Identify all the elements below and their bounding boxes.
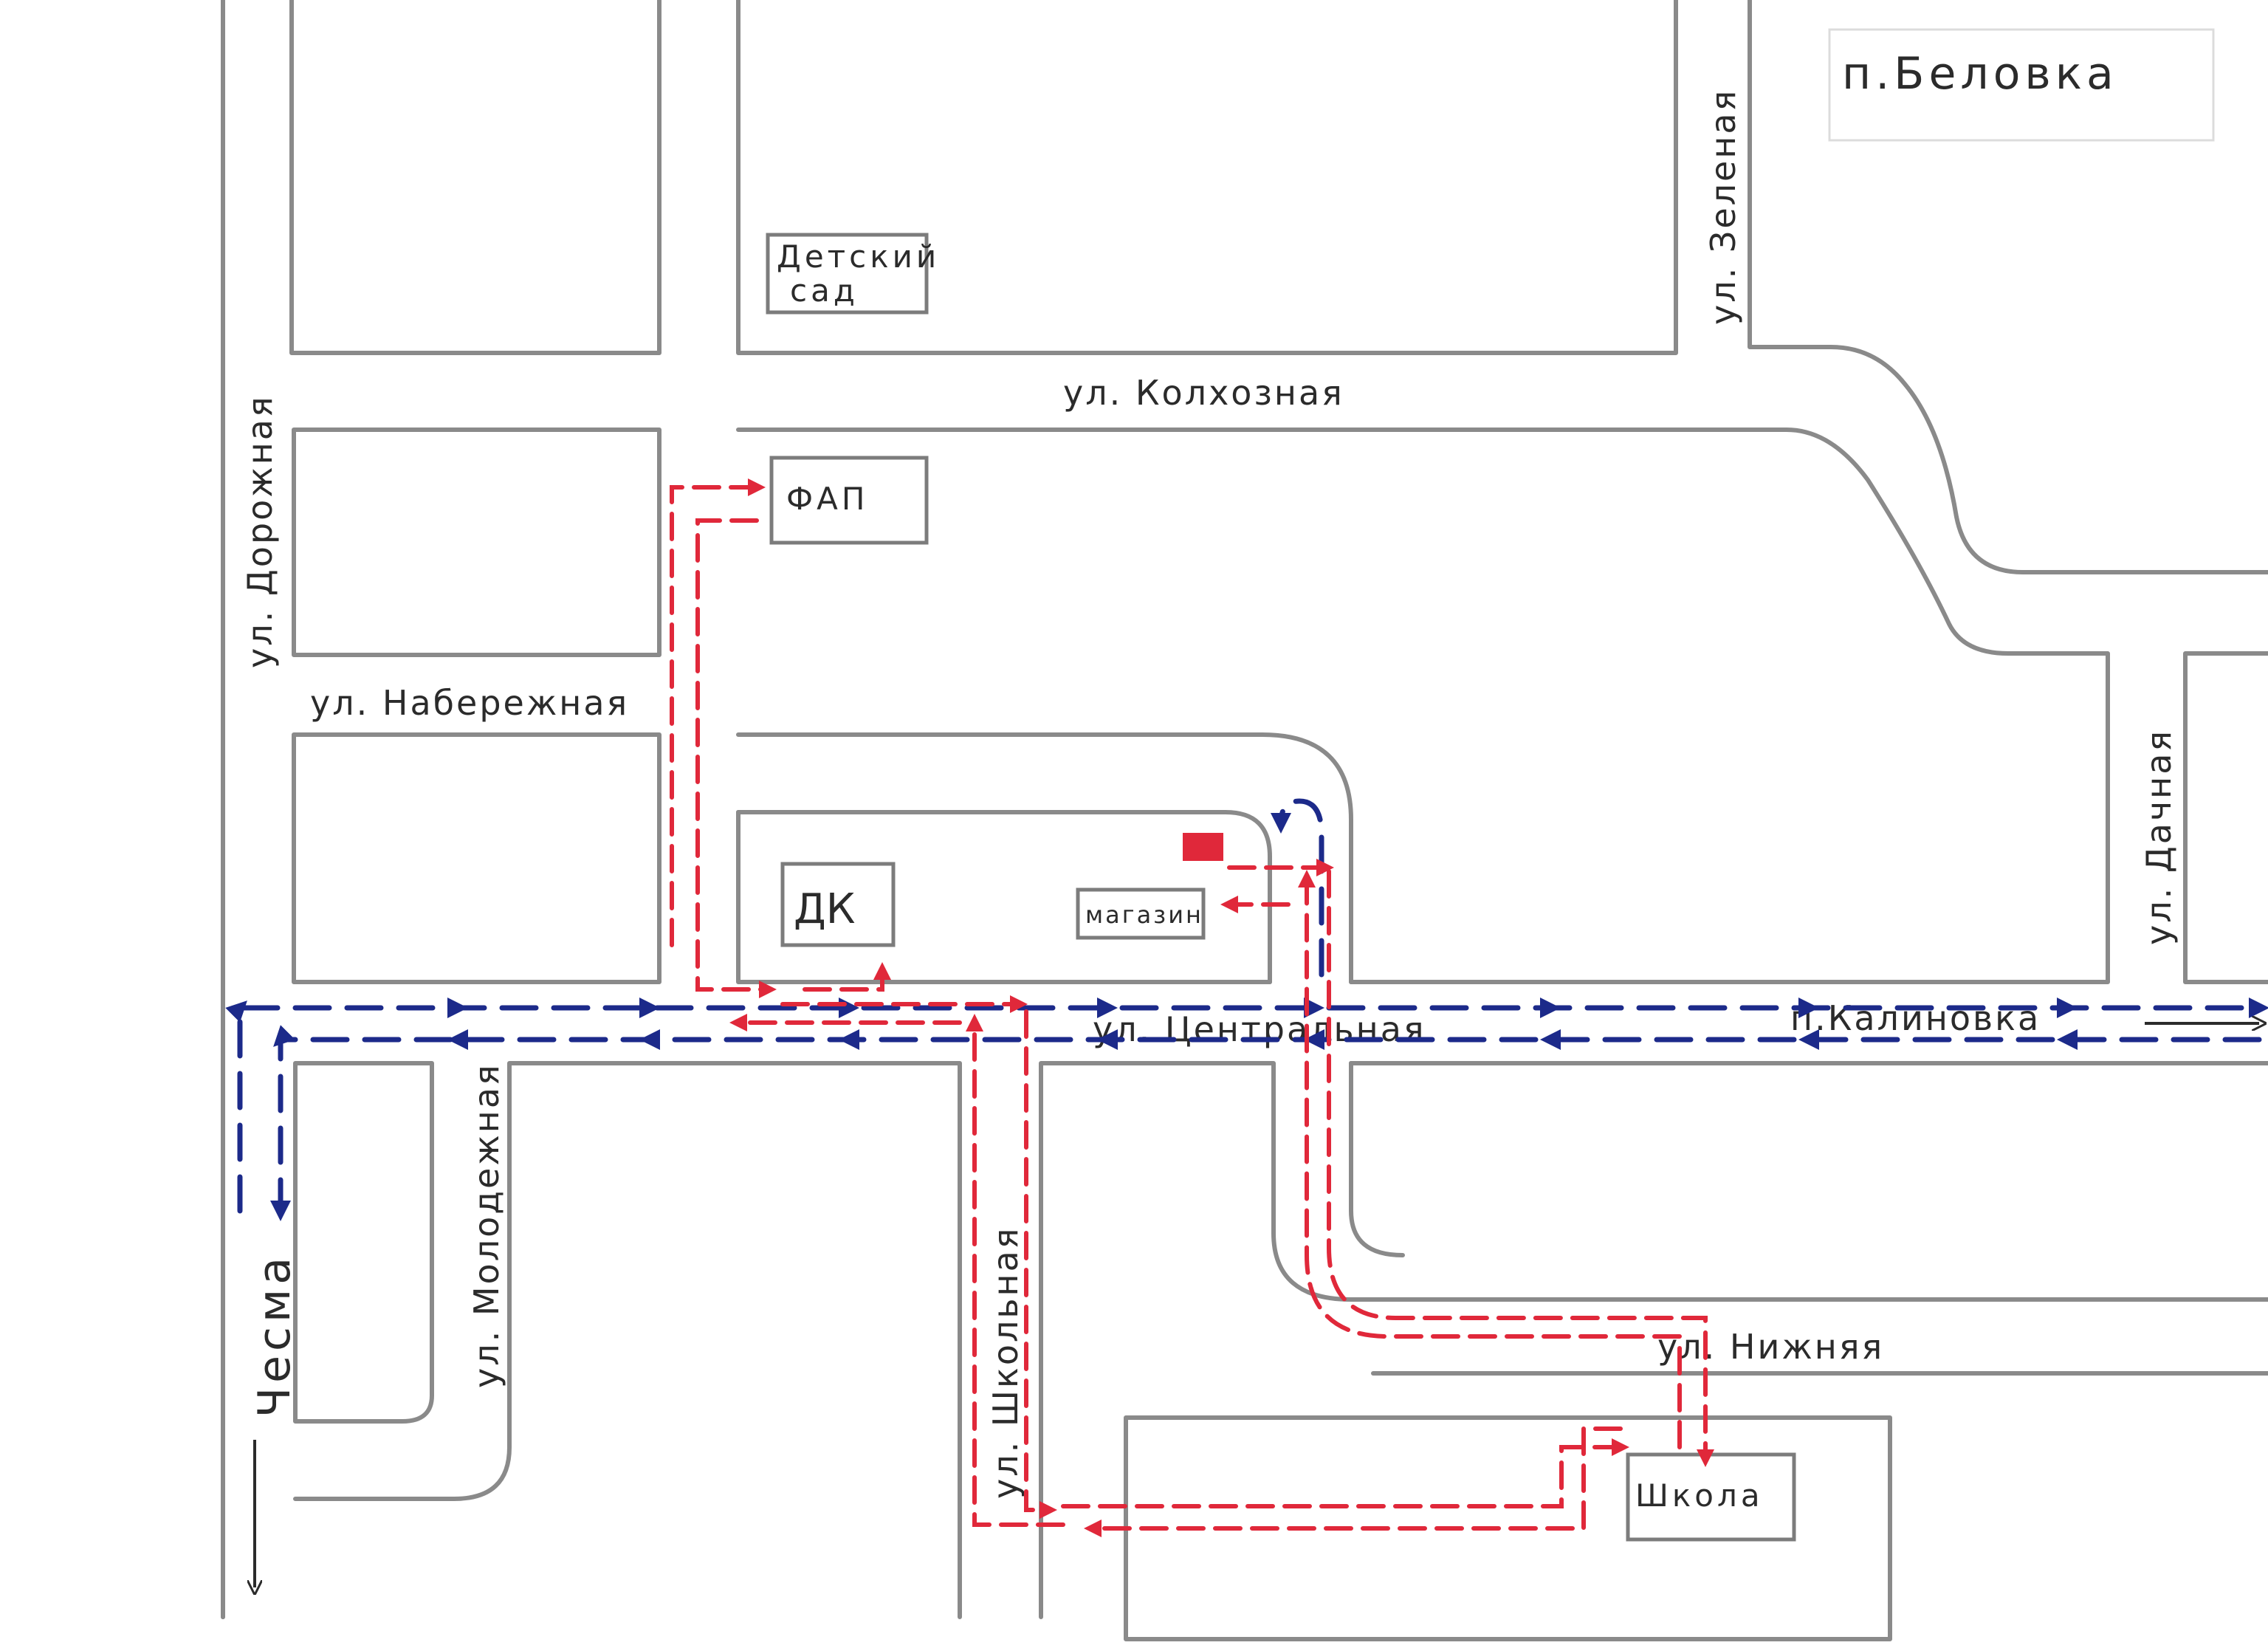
map-title: п.Беловка [1842,48,2118,100]
road-network [221,0,2268,1641]
fap: ФАП [769,456,929,545]
school-label: Школа [1635,1477,1764,1514]
street-tsentralnaya: ул. Центральная [1093,1009,1426,1049]
school: Школа [1626,1452,1796,1542]
street-dorozhnaya: ул. Дорожная [240,394,280,668]
label-kalinovka: п.Калиновка [1790,998,2041,1038]
dk: ДК [780,862,896,947]
street-nizhnyaya: ул. Нижняя [1657,1327,1884,1367]
kindergarten-label-2: сад [790,272,859,309]
fap-label: ФАП [786,481,868,517]
pedestrian-route-school-east [1061,1438,1629,1508]
pedestrian-route-shkolnaya-up [966,1014,1065,1527]
street-naberezhnaya: ул. Набережная [310,683,629,723]
street-molodezhnaya: ул. Молодежная [467,1062,506,1388]
street-shkolnaya: ул. Школьная [986,1226,1025,1499]
vehicle-route [225,798,2268,1221]
dk-label: ДК [794,885,856,933]
label-chesma: Чесма [249,1253,300,1418]
pedestrian-route-dk [803,962,891,992]
pedestrian-route-school-west [1084,1426,1623,1537]
pedestrian-route-fap-in [670,478,766,947]
kindergarten: Детский сад [766,233,940,315]
pedestrian-route [670,478,1714,1537]
pedestrian-route-shkolnaya-down [1024,1009,1057,1519]
pedestrian-route-nizhnyaya-back [1298,870,1682,1449]
pedestrian-route-fap-out [695,518,777,998]
bus-stop-marker [1183,833,1223,861]
title-box: п.Беловка [1828,28,2215,142]
street-dachnaya: ул. Дачная [2139,729,2179,945]
shop: магазин [1076,887,1206,940]
street-zelenaya: ул. Зеленая [1703,89,1743,325]
kindergarten-label: Детский [777,238,940,275]
street-kolkhoznaya: ул. Колхозная [1063,373,1344,413]
direction-arrows [255,1023,2259,1587]
vehicle-route-turnaround [1271,798,1324,978]
shop-label: магазин [1085,901,1203,929]
pedestrian-route-nizhnyaya-out [1327,869,1714,1467]
vehicle-route-westbound [270,1025,2262,1221]
buildings: Детский сад ФАП ДК магазин Школа п.Белов… [766,28,2215,1542]
vehicle-route-eastbound [225,998,2268,1214]
street-labels: ул. Дорожная ул. Колхозная ул. Набережна… [240,89,2179,1499]
